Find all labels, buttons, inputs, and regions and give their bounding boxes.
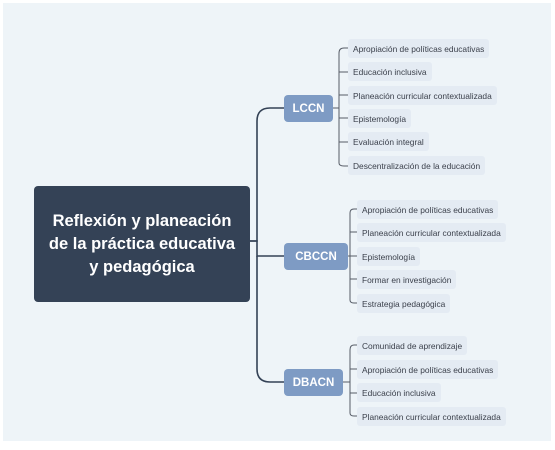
root-to-dbacn-connector <box>256 256 284 383</box>
lccn-leaf-2[interactable]: Educación inclusiva <box>348 62 432 81</box>
mindmap-canvas: Reflexión y planeación de la práctica ed… <box>3 3 551 441</box>
branch-lccn[interactable]: LCCN <box>284 95 333 122</box>
root-to-lccn-connector <box>248 107 284 242</box>
central-topic[interactable]: Reflexión y planeación de la práctica ed… <box>34 186 250 302</box>
leaf-label: Evaluación integral <box>353 136 424 147</box>
leaf-label: Planeación curricular contextualizada <box>353 90 492 101</box>
lccn-leaf-connectors <box>333 47 348 167</box>
dbacn-leaf-1[interactable]: Comunidad de aprendizaje <box>357 336 468 355</box>
branch-cbccn[interactable]: CBCCN <box>284 243 348 270</box>
lccn-leaf-4[interactable]: Epistemología <box>348 109 412 128</box>
lccn-leaf-6[interactable]: Descentralización de la educación <box>348 156 486 175</box>
leaf-label: Apropiación de políticas educativas <box>362 204 494 215</box>
root-to-cbccn-connector <box>248 240 284 257</box>
leaf-label: Formar en investigación <box>362 274 452 285</box>
dbacn-leaf-3[interactable]: Educación inclusiva <box>357 383 441 402</box>
leaf-label: Apropiación de políticas educativas <box>362 364 494 375</box>
branch-dbacn-label: DBACN <box>292 376 335 389</box>
cbccn-leaf-4[interactable]: Formar en investigación <box>357 270 457 289</box>
leaf-label: Planeación curricular contextualizada <box>362 411 501 422</box>
dbacn-leaf-connectors <box>343 344 357 417</box>
branch-cbccn-label: CBCCN <box>295 250 337 263</box>
dbacn-leaf-4[interactable]: Planeación curricular contextualizada <box>357 407 506 426</box>
lccn-leaf-3[interactable]: Planeación curricular contextualizada <box>348 86 497 105</box>
leaf-label: Comunidad de aprendizaje <box>362 340 463 351</box>
cbccn-leaf-3[interactable]: Epistemología <box>357 247 421 266</box>
branch-lccn-label: LCCN <box>292 102 325 115</box>
leaf-label: Estrategia pedagógica <box>362 298 446 309</box>
branch-dbacn[interactable]: DBACN <box>284 369 343 396</box>
leaf-label: Educación inclusiva <box>362 387 436 398</box>
central-topic-label: Reflexión y planeación de la práctica ed… <box>48 211 236 276</box>
lccn-leaf-5[interactable]: Evaluación integral <box>348 132 429 151</box>
leaf-label: Planeación curricular contextualizada <box>362 227 501 238</box>
leaf-label: Educación inclusiva <box>353 66 427 77</box>
leaf-label: Epistemología <box>362 251 416 262</box>
leaf-label: Epistemología <box>353 113 407 124</box>
cbccn-leaf-connectors <box>348 208 357 304</box>
cbccn-leaf-2[interactable]: Planeación curricular contextualizada <box>357 223 506 242</box>
cbccn-leaf-5[interactable]: Estrategia pedagógica <box>357 294 451 313</box>
leaf-label: Descentralización de la educación <box>353 160 481 171</box>
cbccn-leaf-1[interactable]: Apropiación de políticas educativas <box>357 200 499 219</box>
connector-lines <box>248 47 357 417</box>
dbacn-leaf-2[interactable]: Apropiación de políticas educativas <box>357 360 499 379</box>
lccn-leaf-1[interactable]: Apropiación de políticas educativas <box>348 39 490 58</box>
leaf-label: Apropiación de políticas educativas <box>353 43 485 54</box>
